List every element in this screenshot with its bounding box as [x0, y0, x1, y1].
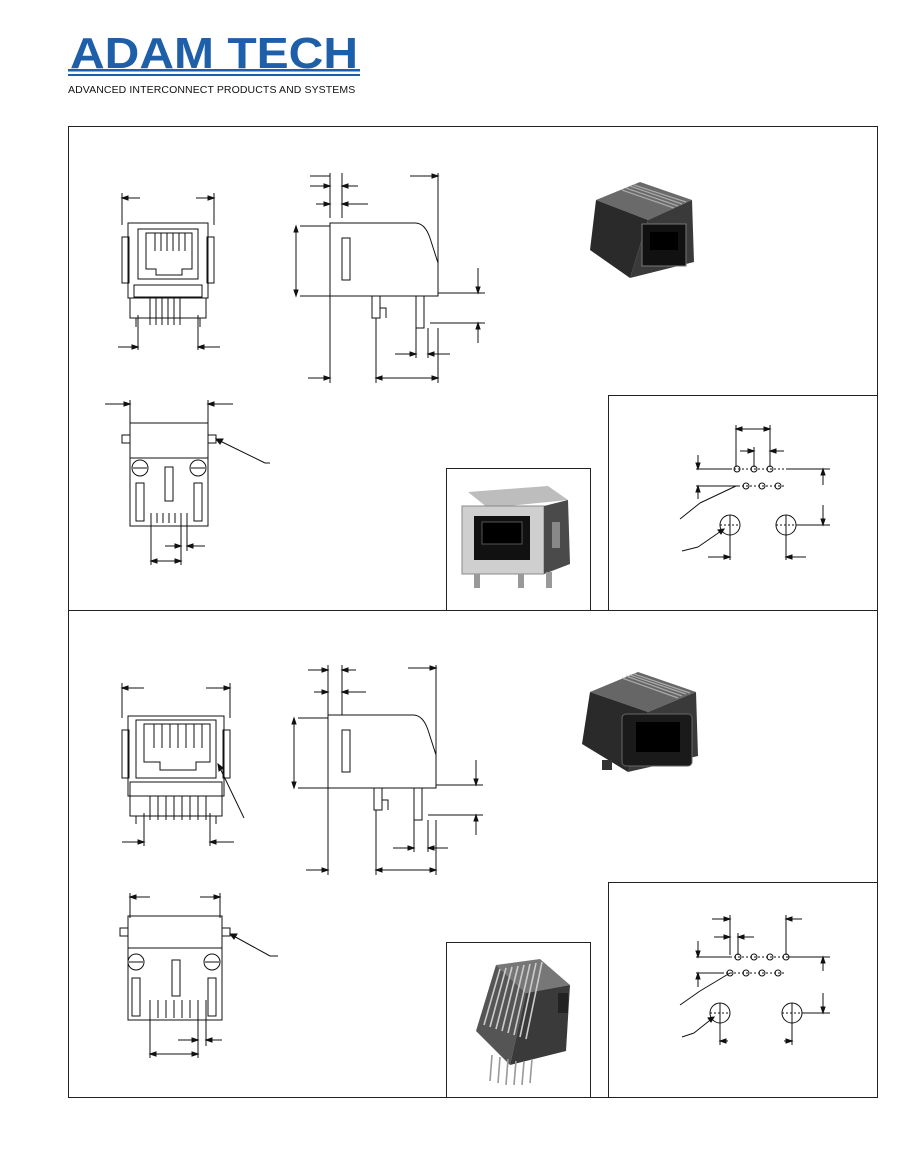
- lower-pcb-layout-frame: [608, 882, 878, 1098]
- upper-photo-frame: [446, 468, 591, 611]
- lower-pcb-layout-drawing: [679, 915, 830, 1045]
- upper-bottom-view-drawing: [105, 400, 270, 565]
- upper-pcb-layout-frame: [608, 395, 878, 611]
- lower-bottom-view-drawing: [119, 893, 278, 1058]
- upper-side-view-drawing: [293, 173, 485, 383]
- lower-photo-frame: [446, 942, 591, 1098]
- upper-front-photo: [461, 486, 570, 588]
- upper-connector-photo: [590, 182, 694, 278]
- upper-pcb-layout-drawing: [679, 425, 830, 560]
- lower-smt-photo: [476, 959, 570, 1086]
- lower-side-view-drawing: [291, 665, 483, 875]
- adam-tech-logo: ADAM TECH: [68, 30, 360, 78]
- lower-front-view-drawing: [120, 683, 245, 846]
- upper-front-view-drawing: [118, 193, 220, 350]
- lower-connector-photo: [582, 672, 698, 772]
- company-tagline: ADVANCED INTERCONNECT PRODUCTS AND SYSTE…: [68, 84, 356, 96]
